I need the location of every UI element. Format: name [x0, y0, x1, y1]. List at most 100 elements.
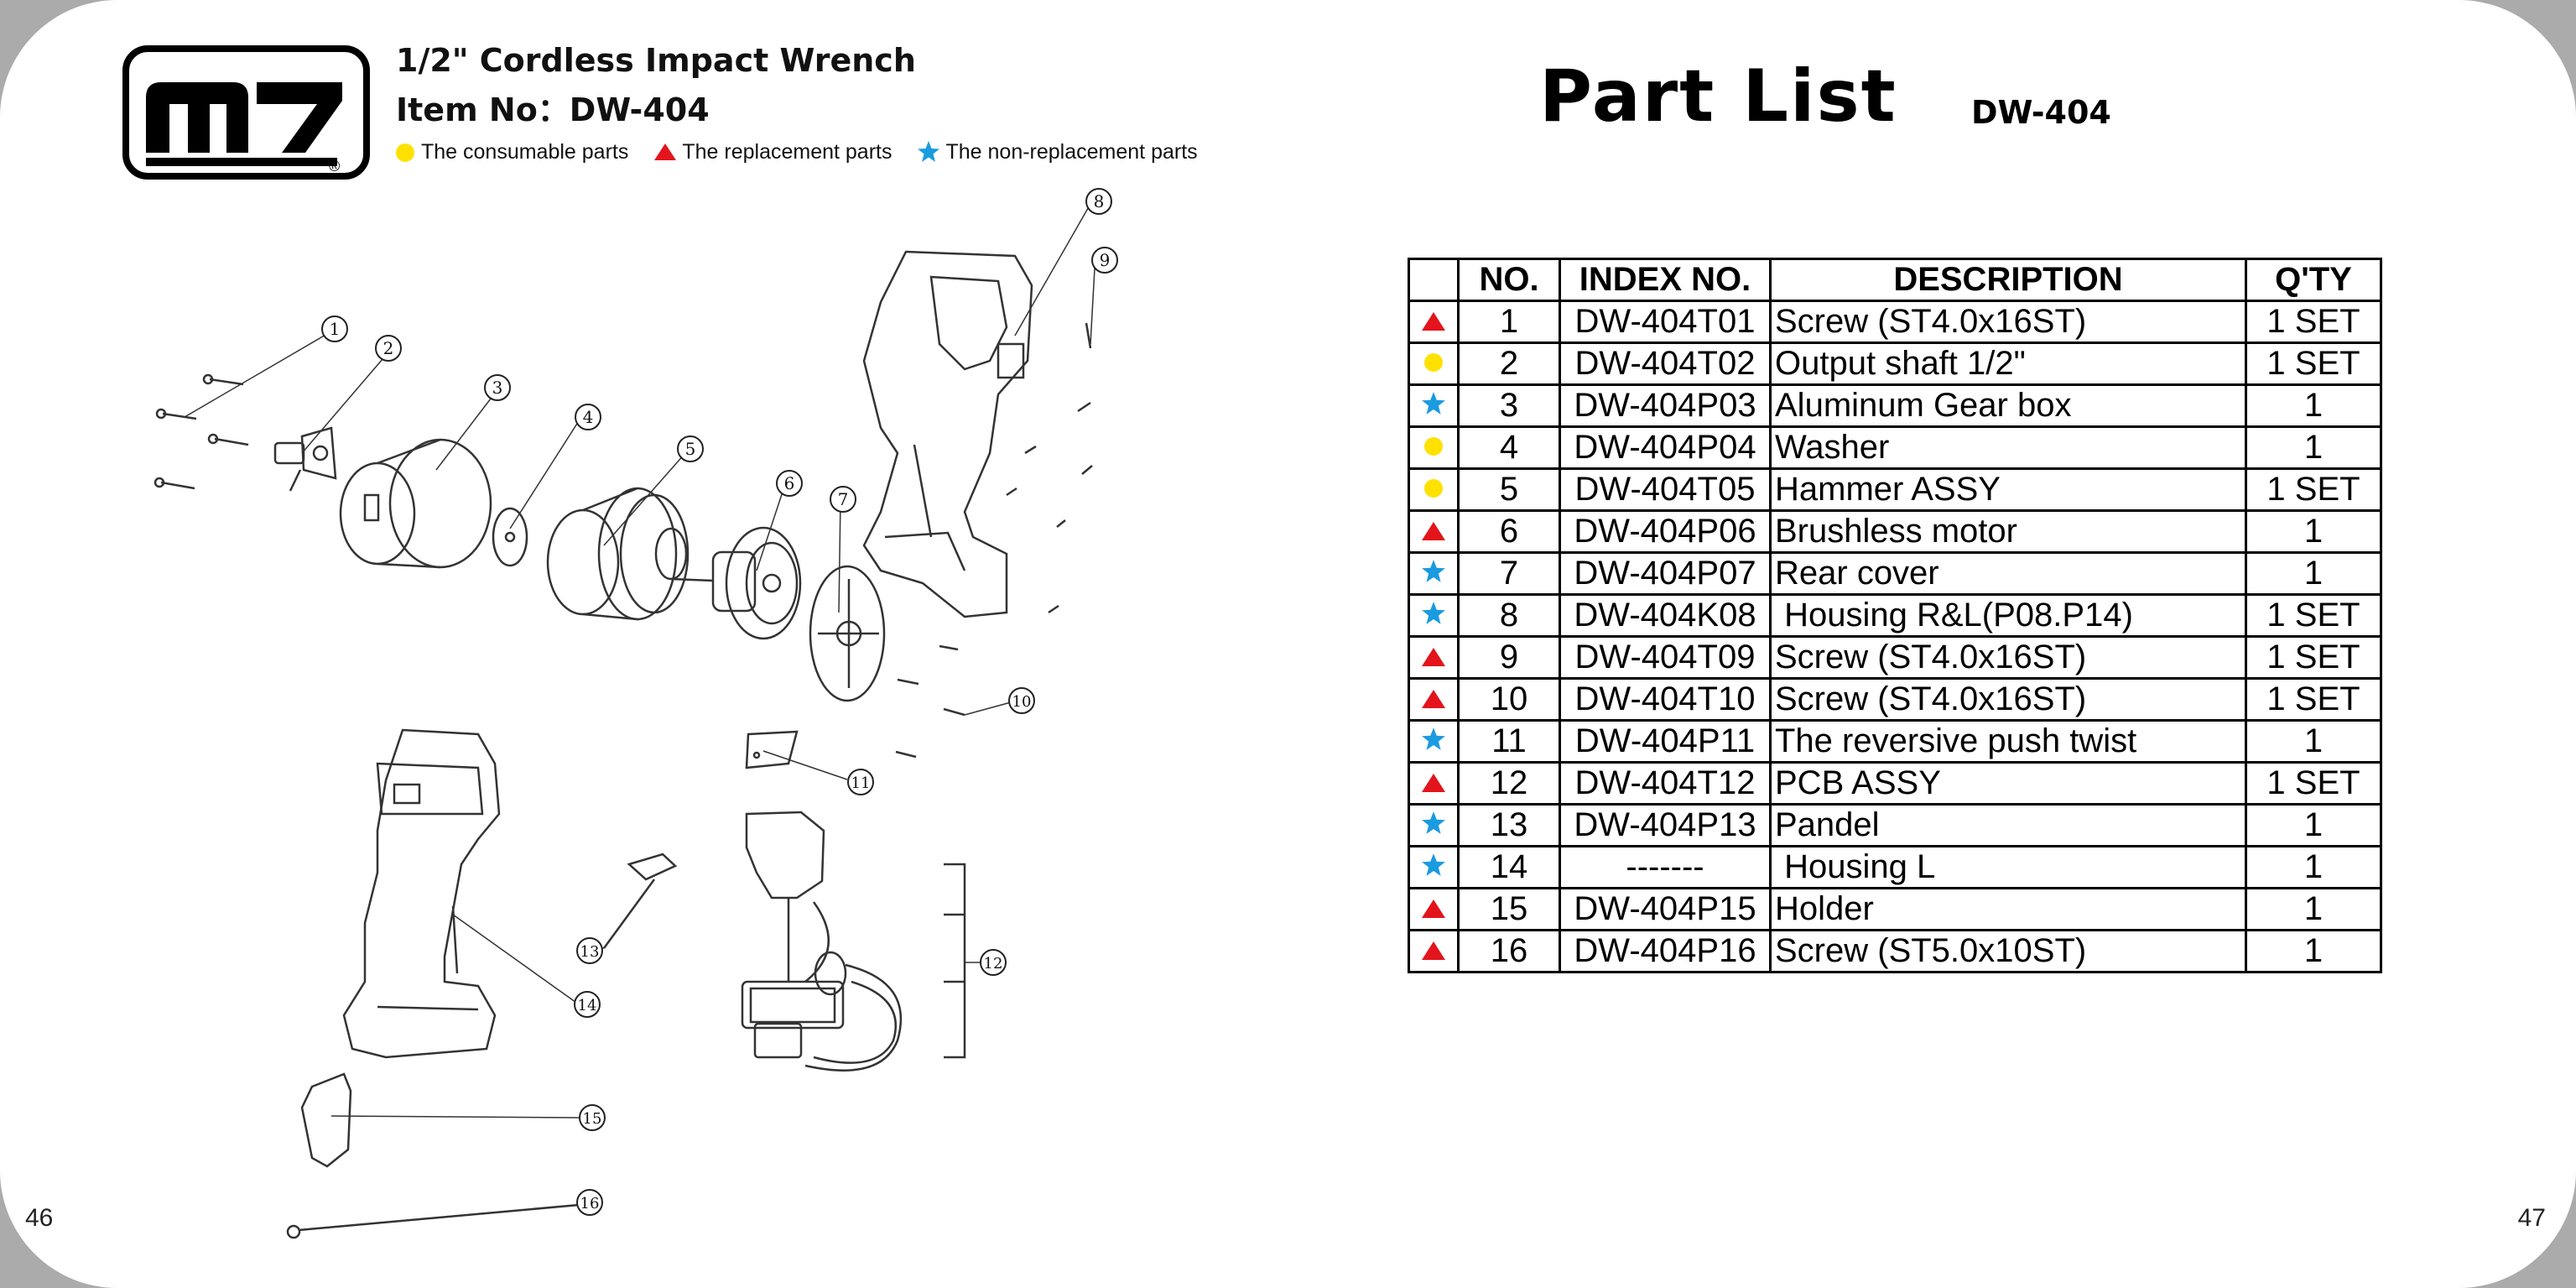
legend-non-replacement: The non-replacement parts — [917, 139, 1198, 164]
table-header-row: NO. INDEX NO. DESCRIPTION Q'TY — [1408, 258, 2382, 302]
part-11-reverse-push — [745, 730, 799, 769]
blue-star-icon — [918, 141, 940, 162]
part-number: 2 — [1457, 342, 1561, 386]
red-triangle-icon — [654, 143, 677, 160]
part-12-pcb-assy — [741, 811, 966, 1072]
part-quantity: 1 — [2245, 551, 2382, 596]
part-quantity: 1 SET — [2245, 593, 2382, 638]
red-triangle-icon — [1408, 929, 1460, 973]
part-description: Housing R&L(P08.P14) — [1769, 593, 2247, 638]
red-triangle-icon — [1408, 635, 1460, 680]
part-number: 12 — [1457, 761, 1561, 806]
part-number: 9 — [1457, 635, 1561, 680]
part-number: 5 — [1457, 467, 1561, 512]
callout-8: 8 — [1094, 191, 1105, 211]
part-description: PCB ASSY — [1769, 761, 2247, 806]
part-quantity: 1 — [2245, 509, 2382, 554]
part-16-screw — [286, 1203, 580, 1239]
part-number: 3 — [1457, 383, 1561, 428]
legend-label: The non-replacement parts — [945, 139, 1198, 164]
item-number: Item No：DW-404 — [396, 91, 710, 128]
index-number: DW-404P15 — [1559, 887, 1772, 931]
index-number: DW-404T01 — [1559, 300, 1772, 344]
index-number: DW-404P07 — [1559, 551, 1772, 596]
part-number: 7 — [1457, 551, 1561, 596]
part-14-housing-left — [342, 728, 501, 1059]
svg-text:®: ® — [329, 158, 340, 175]
part-description: Screw (ST4.0x16ST) — [1769, 635, 2247, 680]
part-quantity: 1 — [2245, 719, 2382, 764]
part-description: Screw (ST4.0x16ST) — [1769, 677, 2247, 722]
index-number: DW-404P04 — [1559, 425, 1772, 470]
part-description: Housing L — [1769, 845, 2247, 889]
yellow-circle-icon — [1408, 467, 1460, 512]
callout-10: 10 — [1012, 693, 1032, 711]
part-quantity: 1 SET — [2245, 300, 2382, 344]
part-quantity: 1 — [2245, 425, 2382, 470]
part-number: 1 — [1457, 300, 1561, 344]
part-13-panel — [602, 853, 678, 949]
part-description: Washer — [1769, 425, 2247, 470]
part-description: Aluminum Gear box — [1769, 383, 2247, 428]
part-description: Holder — [1769, 887, 2247, 931]
column-header-no: NO. — [1457, 258, 1561, 302]
part-description: Brushless motor — [1769, 509, 2247, 554]
index-number: DW-404T12 — [1559, 761, 1772, 806]
red-triangle-icon — [1408, 300, 1460, 344]
index-number: DW-404P03 — [1559, 383, 1772, 428]
part-description: Screw (ST4.0x16ST) — [1769, 300, 2247, 344]
part-description: The reversive push twist — [1769, 719, 2247, 764]
part-description: Hammer ASSY — [1769, 467, 2247, 512]
part-7-rear-cover — [809, 565, 886, 702]
blue-star-icon — [1408, 593, 1460, 638]
red-triangle-icon — [1408, 677, 1460, 722]
column-header-index: INDEX NO. — [1559, 258, 1772, 302]
part-list-model: DW-404 — [1971, 94, 2111, 131]
part-quantity: 1 SET — [2245, 467, 2382, 512]
part-8-housing-right — [862, 250, 1033, 618]
part-4-washer — [492, 507, 528, 567]
part-5-hammer — [546, 487, 690, 621]
index-number: DW-404T02 — [1559, 342, 1772, 386]
callout-15: 15 — [583, 1110, 602, 1128]
index-number: DW-404P16 — [1559, 929, 1772, 973]
part-2-output-shaft — [273, 426, 337, 492]
part-number: 8 — [1457, 593, 1561, 638]
callout-7: 7 — [838, 489, 849, 509]
red-triangle-icon — [1408, 887, 1460, 931]
part-9-screws — [1006, 322, 1093, 614]
legend-label: The consumable parts — [421, 139, 629, 164]
index-number: ------- — [1559, 845, 1772, 889]
part-description: Output shaft 1/2" — [1769, 342, 2247, 386]
part-quantity: 1 — [2245, 887, 2382, 931]
column-header-qty: Q'TY — [2245, 258, 2382, 302]
part-quantity: 1 SET — [2245, 761, 2382, 806]
part-1-screws — [154, 373, 249, 490]
column-header-description: DESCRIPTION — [1769, 258, 2247, 302]
red-triangle-icon — [1408, 761, 1460, 806]
callout-6: 6 — [784, 473, 795, 493]
index-number: DW-404K08 — [1559, 593, 1772, 638]
part-list-title: Part List — [1539, 55, 1897, 138]
part-quantity: 1 — [2245, 383, 2382, 428]
blue-star-icon — [1408, 719, 1460, 764]
legend-replacement: The replacement parts — [653, 140, 892, 164]
part-quantity: 1 SET — [2245, 677, 2382, 722]
part-quantity: 1 SET — [2245, 342, 2382, 386]
callout-14: 14 — [578, 997, 597, 1014]
part-description: Screw (ST5.0x10ST) — [1769, 929, 2247, 973]
callout-13: 13 — [580, 943, 600, 961]
legend-label: The replacement parts — [682, 139, 892, 164]
callout-1: 1 — [330, 319, 341, 339]
callout-4: 4 — [583, 407, 594, 427]
